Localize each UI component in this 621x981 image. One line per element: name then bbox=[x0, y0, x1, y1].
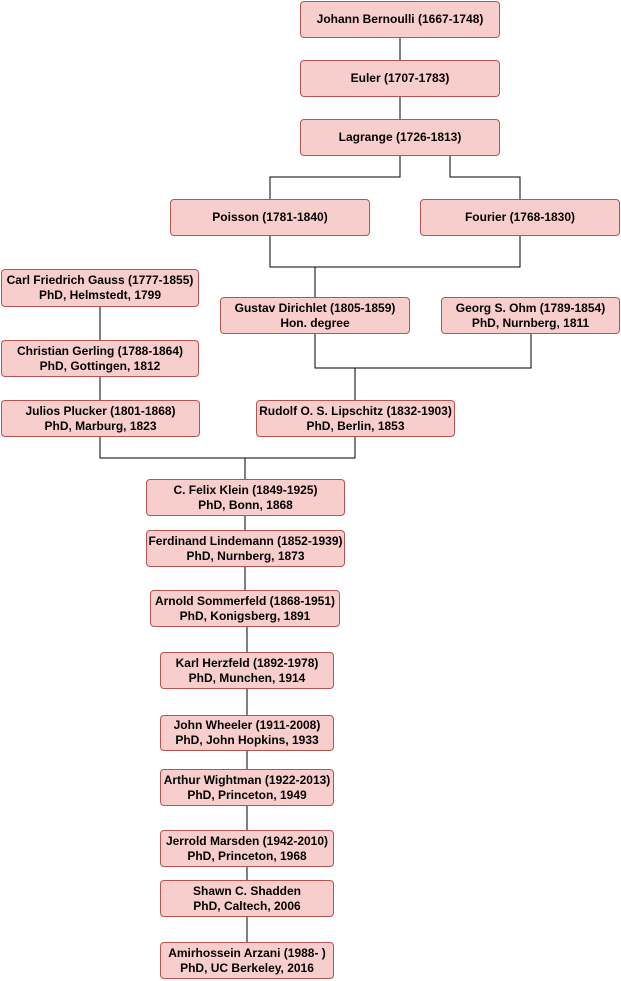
node-wightman: Arthur Wightman (1922-2013)PhD, Princeto… bbox=[160, 769, 334, 806]
node-degree: PhD, Nurnberg, 1811 bbox=[471, 315, 590, 330]
node-degree: PhD, Princeton, 1968 bbox=[187, 848, 307, 863]
node-gerling: Christian Gerling (1788-1864)PhD, Gottin… bbox=[1, 340, 199, 377]
node-name: Poisson (1781-1840) bbox=[212, 210, 328, 224]
node-ohm: Georg S. Ohm (1789-1854)PhD, Nurnberg, 1… bbox=[441, 297, 620, 334]
node-name: Julios Plucker (1801-1868) bbox=[25, 403, 176, 418]
node-degree: PhD, Konigsberg, 1891 bbox=[179, 608, 311, 623]
node-name: Arthur Wightman (1922-2013) bbox=[163, 772, 331, 787]
node-degree: PhD, Caltech, 2006 bbox=[193, 898, 301, 913]
node-name: Jerrold Marsden (1942-2010) bbox=[165, 833, 329, 848]
node-marsden: Jerrold Marsden (1942-2010)PhD, Princeto… bbox=[160, 830, 334, 867]
node-degree: PhD, Helmstedt, 1799 bbox=[38, 288, 162, 302]
edge-dirichlet-to-poisson bbox=[266, 229, 316, 297]
node-name: Christian Gerling (1788-1864) bbox=[16, 343, 184, 358]
edge-poisson-to-lagrange bbox=[269, 149, 404, 199]
node-dirichlet: Gustav Dirichlet (1805-1859)Hon. degree bbox=[220, 297, 410, 334]
node-name: Fourier (1768-1830) bbox=[464, 210, 576, 224]
node-degree: PhD, Princeton, 1949 bbox=[187, 787, 307, 802]
edge-fourier-to-lagrange bbox=[446, 149, 521, 199]
node-name: John Wheeler (1911-2008) bbox=[173, 718, 321, 732]
edge-klein-to-lipschitz bbox=[244, 430, 359, 479]
node-name: Amirhossein Arzani (1988- ) bbox=[168, 945, 326, 960]
node-degree: PhD, Bonn, 1868 bbox=[198, 497, 293, 512]
node-name: Georg S. Ohm (1789-1854) bbox=[455, 300, 606, 315]
node-gauss: Carl Friedrich Gauss (1777-1855)PhD, Hel… bbox=[1, 269, 199, 307]
node-poisson: Poisson (1781-1840) bbox=[170, 199, 370, 236]
node-degree: PhD, UC Berkeley, 2016 bbox=[180, 960, 314, 975]
node-lindemann: Ferdinand Lindemann (1852-1939)PhD, Nurn… bbox=[146, 530, 345, 567]
node-name: C. Felix Klein (1849-1925) bbox=[173, 482, 318, 497]
node-degree: PhD, Munchen, 1914 bbox=[188, 670, 306, 685]
node-degree: PhD, Gottingen, 1812 bbox=[39, 358, 161, 373]
node-euler: Euler (1707-1783) bbox=[300, 60, 500, 97]
node-wheeler: John Wheeler (1911-2008)PhD, John Hopkin… bbox=[160, 715, 334, 751]
node-sommerfeld: Arnold Sommerfeld (1868-1951)PhD, Konigs… bbox=[150, 590, 340, 627]
node-fourier: Fourier (1768-1830) bbox=[420, 199, 620, 236]
node-name: Carl Friedrich Gauss (1777-1855) bbox=[6, 273, 194, 287]
node-name: Gustav Dirichlet (1805-1859) bbox=[234, 300, 396, 315]
node-name: Euler (1707-1783) bbox=[350, 71, 450, 85]
node-name: Lagrange (1726-1813) bbox=[338, 130, 462, 144]
node-degree: PhD, Marburg, 1823 bbox=[44, 418, 157, 433]
node-bernoulli: Johann Bernoulli (1667-1748) bbox=[300, 1, 500, 38]
edge-klein-to-plucker bbox=[96, 430, 246, 479]
edge-dirichlet-to-fourier bbox=[314, 229, 524, 297]
node-name: Johann Bernoulli (1667-1748) bbox=[316, 12, 484, 26]
node-lagrange: Lagrange (1726-1813) bbox=[300, 119, 500, 156]
node-degree: PhD, John Hopkins, 1933 bbox=[175, 733, 319, 747]
node-name: Karl Herzfeld (1892-1978) bbox=[175, 655, 319, 670]
edge-lipschitz-to-dirichlet bbox=[311, 327, 356, 400]
node-name: Arnold Sommerfeld (1868-1951) bbox=[154, 593, 336, 608]
node-lipschitz: Rudolf O. S. Lipschitz (1832-1903)PhD, B… bbox=[256, 400, 455, 437]
node-name: Ferdinand Lindemann (1852-1939) bbox=[148, 533, 343, 548]
edge-lipschitz-to-ohm bbox=[354, 327, 535, 400]
node-name: Rudolf O. S. Lipschitz (1832-1903) bbox=[259, 403, 452, 418]
node-degree: Hon. degree bbox=[280, 315, 350, 330]
node-degree: PhD, Berlin, 1853 bbox=[306, 418, 405, 433]
node-arzani: Amirhossein Arzani (1988- )PhD, UC Berke… bbox=[160, 942, 334, 979]
node-klein: C. Felix Klein (1849-1925)PhD, Bonn, 186… bbox=[146, 479, 345, 516]
node-plucker: Julios Plucker (1801-1868)PhD, Marburg, … bbox=[1, 400, 200, 437]
node-degree: PhD, Nurnberg, 1873 bbox=[186, 548, 305, 563]
node-herzfeld: Karl Herzfeld (1892-1978)PhD, Munchen, 1… bbox=[160, 652, 334, 689]
node-name: Shawn C. Shadden bbox=[192, 883, 301, 898]
